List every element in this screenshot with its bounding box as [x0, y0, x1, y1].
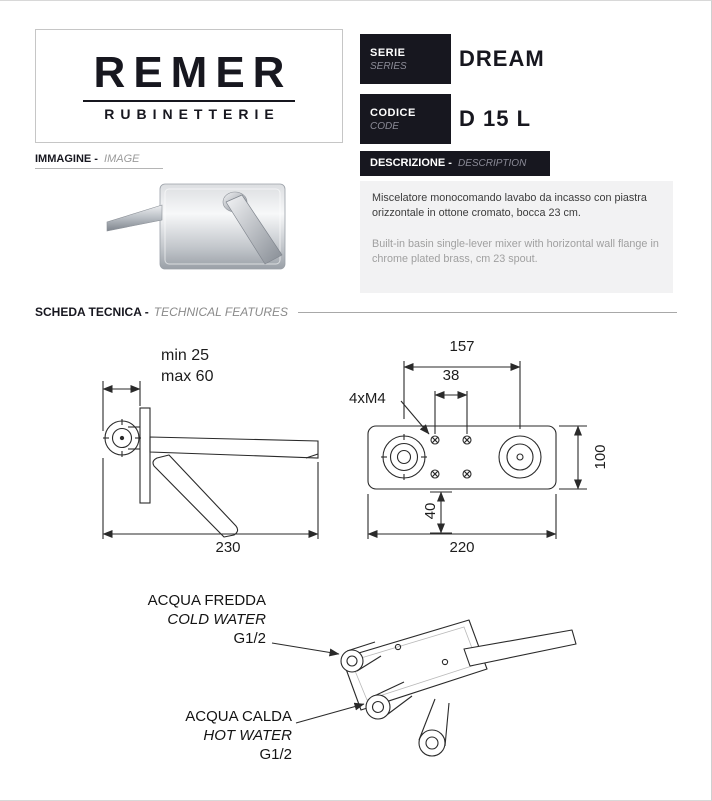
cold-water-leader: [271, 642, 340, 657]
description-label-bar: DESCRIZIONE - DESCRIPTION: [360, 151, 550, 176]
brand-subtitle: RUBINETTERIE: [104, 105, 280, 122]
spout-side: [149, 436, 319, 459]
wall-plate-front: [367, 425, 557, 490]
dim-max-depth: max 60: [161, 368, 214, 385]
dim-min-depth: min 25: [161, 347, 210, 364]
lever-handle-shape: [225, 194, 283, 265]
code-label-it: CODICE: [370, 106, 416, 119]
technical-drawing: [102, 361, 587, 757]
dim-100-label: 100: [592, 444, 609, 470]
technical-header-rule: [298, 311, 677, 313]
series-label-box: SERIE SERIES: [360, 34, 451, 84]
technical-section-header: SCHEDA TECNICA - TECHNICAL FEATURES: [35, 305, 677, 319]
code-label-box: CODICE CODE: [360, 94, 451, 144]
brand-name: REMER: [93, 47, 293, 97]
dim-157-label: 157: [449, 338, 475, 355]
side-view: [102, 381, 319, 539]
hot-water-thread: G1/2: [259, 746, 292, 763]
dim-220-label: 220: [449, 539, 475, 556]
series-value: DREAM: [459, 46, 545, 71]
screw-holes: [430, 435, 472, 479]
lever-side: [152, 454, 239, 538]
wall-plate-perspective: [341, 619, 488, 711]
product-photo: [106, 183, 286, 270]
code-value: D 15 L: [459, 106, 532, 131]
image-label-en: IMAGE: [104, 153, 140, 165]
logo-divider: [83, 99, 295, 102]
description-label-it: DESCRIZIONE -: [370, 157, 452, 169]
description-box: Miscelatore monocomando lavabo da incass…: [360, 181, 673, 293]
hot-water-label: ACQUA CALDA HOT WATER G1/2: [150, 707, 292, 764]
technical-label-it: SCHEDA TECNICA -: [35, 305, 149, 319]
hot-water-en: HOT WATER: [203, 727, 292, 744]
cold-water-en: COLD WATER: [167, 611, 266, 628]
perspective-view: [340, 619, 577, 757]
hot-water-leader: [295, 702, 365, 724]
cold-water-label: ACQUA FREDDA COLD WATER G1/2: [110, 591, 266, 648]
technical-label-en: TECHNICAL FEATURES: [153, 305, 289, 319]
spout-perspective: [463, 629, 577, 667]
image-section-label: IMMAGINE - IMAGE: [35, 153, 163, 169]
screws-leader: [400, 400, 430, 435]
front-view: [367, 361, 587, 539]
hot-water-it: ACQUA CALDA: [185, 708, 292, 725]
code-label-en: CODE: [370, 120, 399, 132]
dim-depth-label: min 25 max 60: [161, 345, 251, 387]
image-label-it: IMMAGINE -: [35, 153, 98, 165]
description-text-en: Built-in basin single-lever mixer with h…: [372, 237, 659, 265]
dim-38-label: 38: [442, 367, 460, 384]
description-label-en: DESCRIPTION: [457, 158, 527, 169]
spout-shape: [106, 204, 163, 232]
dim-40-label: 40: [422, 502, 439, 520]
faucet-photo-art: [106, 183, 286, 270]
series-label-en: SERIES: [370, 60, 407, 72]
dim-230-label: 230: [215, 539, 241, 556]
description-text-it: Miscelatore monocomando lavabo da incass…: [372, 192, 647, 219]
dim-screws-label: 4xM4: [349, 390, 386, 407]
series-label-it: SERIE: [370, 46, 406, 59]
cold-water-thread: G1/2: [233, 630, 266, 647]
brand-logo: REMER RUBINETTERIE: [35, 29, 343, 143]
cold-water-it: ACQUA FREDDA: [147, 592, 266, 609]
